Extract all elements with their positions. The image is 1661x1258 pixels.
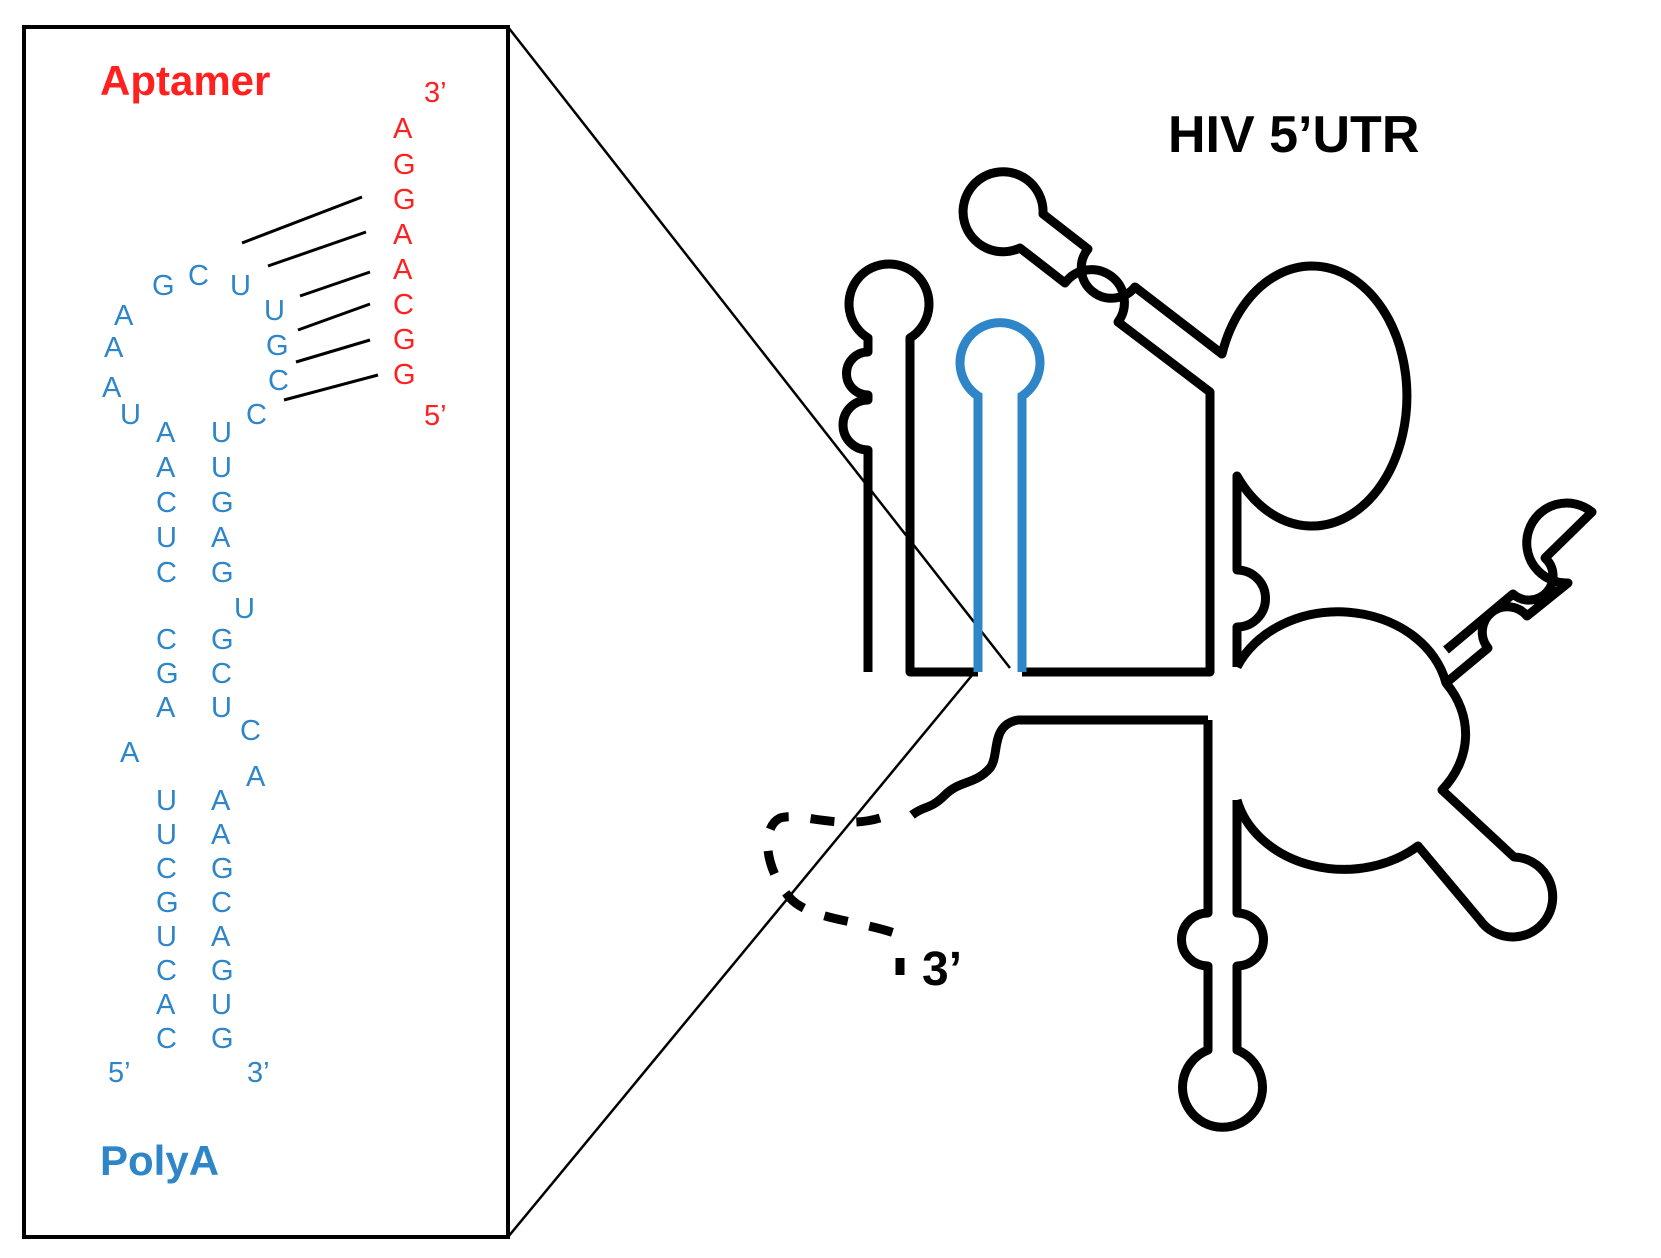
polya-loop-base: C (188, 260, 209, 292)
polya-left-base: C (156, 557, 177, 589)
zoom-inset-frame (22, 25, 510, 1239)
polya-label: PolyA (100, 1137, 219, 1184)
base-pair-line (241, 195, 363, 245)
polya-bulge-base: A (246, 761, 266, 793)
polya-right-base: A (211, 522, 231, 554)
polya-loop-base: A (104, 332, 124, 364)
polya-left-base: U (156, 785, 177, 817)
hiv-utr-structure: 3’ (763, 167, 1597, 1132)
aptamer-5prime-end: 5’ (424, 400, 447, 432)
polya-right-base: G (211, 557, 234, 589)
zoom-line-bottom (507, 667, 979, 1238)
base-pair-line (297, 302, 371, 332)
aptamer-base: A (393, 113, 413, 145)
polya-right-base: A (211, 785, 231, 817)
polya-loop-base: G (266, 330, 289, 362)
polya-right-base: A (211, 921, 231, 953)
base-pair-lines (241, 195, 379, 402)
aptamer-base: C (393, 289, 414, 321)
polya-left-base: C (156, 624, 177, 656)
polya-left-base: C (156, 955, 177, 987)
base-pair-line (267, 230, 367, 268)
aptamer-base: A (393, 219, 413, 251)
polya-hairpin-highlight (955, 318, 1045, 672)
lower-strand (909, 715, 1208, 819)
polya-left-base: A (156, 417, 176, 449)
polya-right-base: A (211, 819, 231, 851)
polya-left-base: A (156, 692, 176, 724)
zoom-line-top (507, 26, 1011, 669)
polya-right-base: C (211, 658, 232, 690)
polya-strand: A A A G C U U G C C U A A C U C C G A U … (102, 260, 289, 1089)
base-pair-line (299, 270, 371, 298)
polya-right-base: U (211, 452, 232, 484)
dashed-tail (763, 812, 902, 940)
polya-left-base: A (156, 452, 176, 484)
polya-bulge-base: C (240, 715, 261, 747)
polya-5prime-end: 5’ (108, 1057, 131, 1089)
aptamer-base: A (393, 254, 413, 286)
aptamer-base: G (393, 359, 416, 391)
polya-loop-base: A (102, 372, 122, 404)
polya-right-base: G (211, 955, 234, 987)
polya-loop-base: C (268, 365, 289, 397)
polya-left-base: G (156, 658, 179, 690)
polya-loop-base: U (264, 295, 285, 327)
aptamer-base: G (393, 184, 416, 216)
polya-right-base: U (211, 692, 232, 724)
polya-loop-base: U (230, 270, 251, 302)
base-pair-line (295, 338, 371, 364)
aptamer-3prime-end: 3’ (424, 77, 447, 109)
polya-bulge-base: A (120, 737, 140, 769)
aptamer-base: G (393, 149, 416, 181)
polya-right-base: U (211, 989, 232, 1021)
aptamer-strand: 3’ A G G A A C G G 5’ (393, 77, 447, 432)
polya-right-base: G (211, 1023, 234, 1055)
polya-loop-base: A (114, 300, 134, 332)
polya-left-base: G (156, 887, 179, 919)
polya-loop-base: U (120, 399, 141, 431)
polya-loop-base: G (152, 270, 175, 302)
polya-bulge-base: U (234, 593, 255, 625)
upper-right-domain (958, 167, 1412, 677)
polya-right-base: U (211, 417, 232, 449)
lower-hairpin (1177, 720, 1268, 1132)
polya-left-base: U (156, 921, 177, 953)
utr-3prime-label: 3’ (922, 943, 962, 996)
aptamer-label: Aptamer (100, 57, 270, 104)
polya-left-base: C (156, 853, 177, 885)
polya-left-base: A (156, 989, 176, 1021)
left-hairpin (838, 259, 978, 677)
polya-right-base: G (211, 487, 234, 519)
base-pair-line (283, 373, 379, 402)
hiv-utr-label: HIV 5’UTR (1168, 106, 1419, 164)
polya-right-base: G (211, 853, 234, 885)
polya-left-base: C (156, 1023, 177, 1055)
multiloop-junction (1232, 498, 1597, 942)
polya-left-base: C (156, 487, 177, 519)
polya-loop-base: C (246, 399, 267, 431)
polya-right-base: G (211, 624, 234, 656)
polya-right-base: C (211, 887, 232, 919)
polya-left-base: U (156, 819, 177, 851)
polya-3prime-end: 3’ (247, 1057, 270, 1089)
aptamer-base: G (393, 324, 416, 356)
polya-left-base: U (156, 522, 177, 554)
